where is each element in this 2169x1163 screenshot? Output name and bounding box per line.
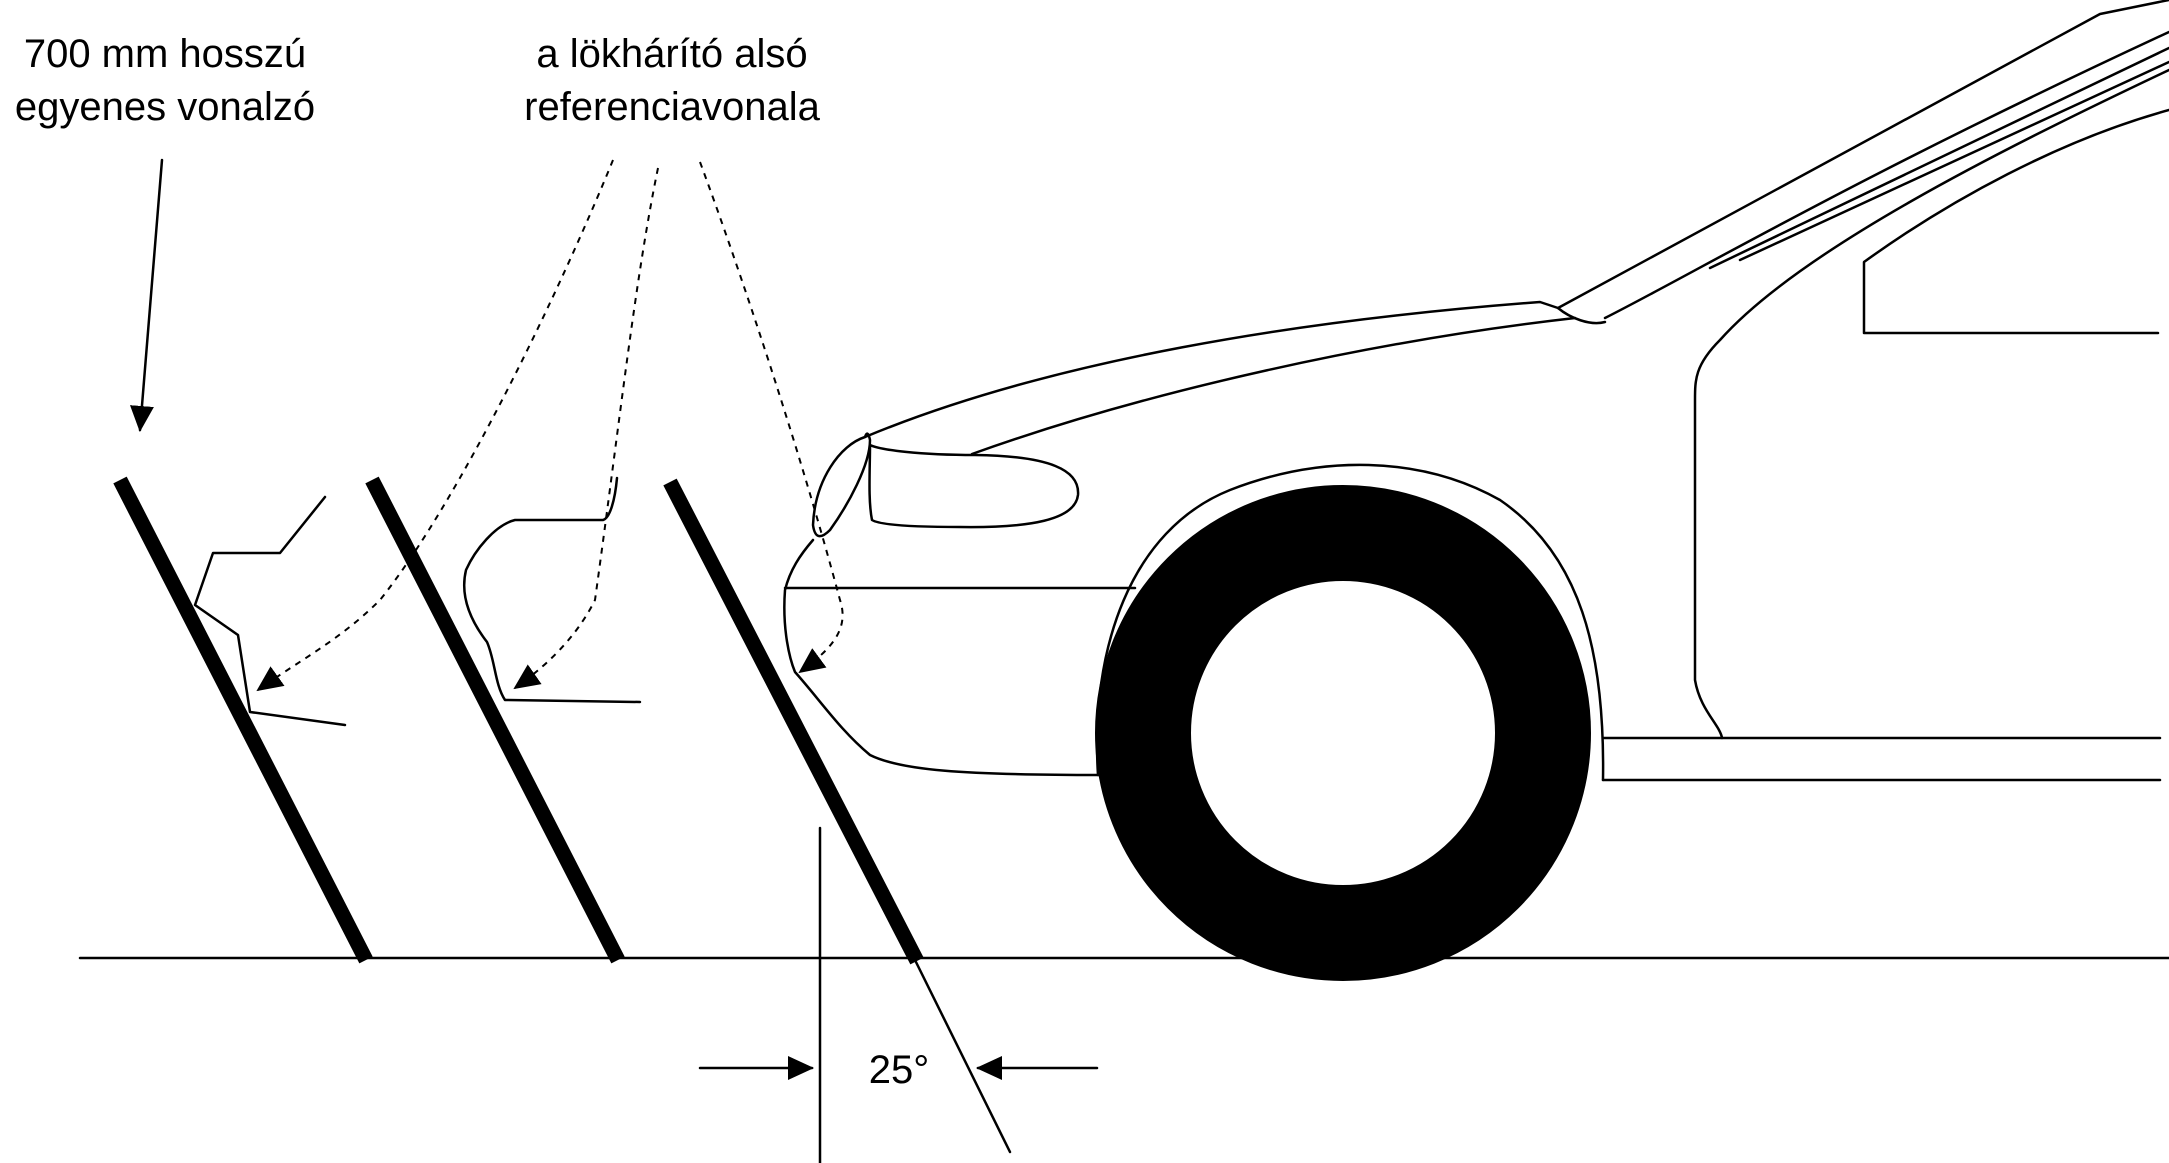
ruler-label-line1: 700 mm hosszú <box>24 32 306 76</box>
straight-edge-2 <box>365 476 625 964</box>
front-tire <box>1095 485 1591 981</box>
car-outline <box>783 0 2169 782</box>
ruler-label-line2: egyenes vonalzó <box>15 85 315 129</box>
ruler-label-arrow <box>129 158 164 432</box>
angle-label: 25° <box>869 1048 930 1092</box>
bumper-label-line2: referenciavonala <box>524 85 820 129</box>
straight-edge-1 <box>113 476 373 964</box>
bumper-profile-2 <box>463 476 642 704</box>
bumper-leader-lines <box>256 159 844 692</box>
bumper-profile-1 <box>193 495 347 727</box>
straight-edge-3 <box>663 478 924 965</box>
bumper-label-line1: a lökhárító alsó <box>536 32 807 76</box>
angle-extension-line <box>912 956 1012 1154</box>
